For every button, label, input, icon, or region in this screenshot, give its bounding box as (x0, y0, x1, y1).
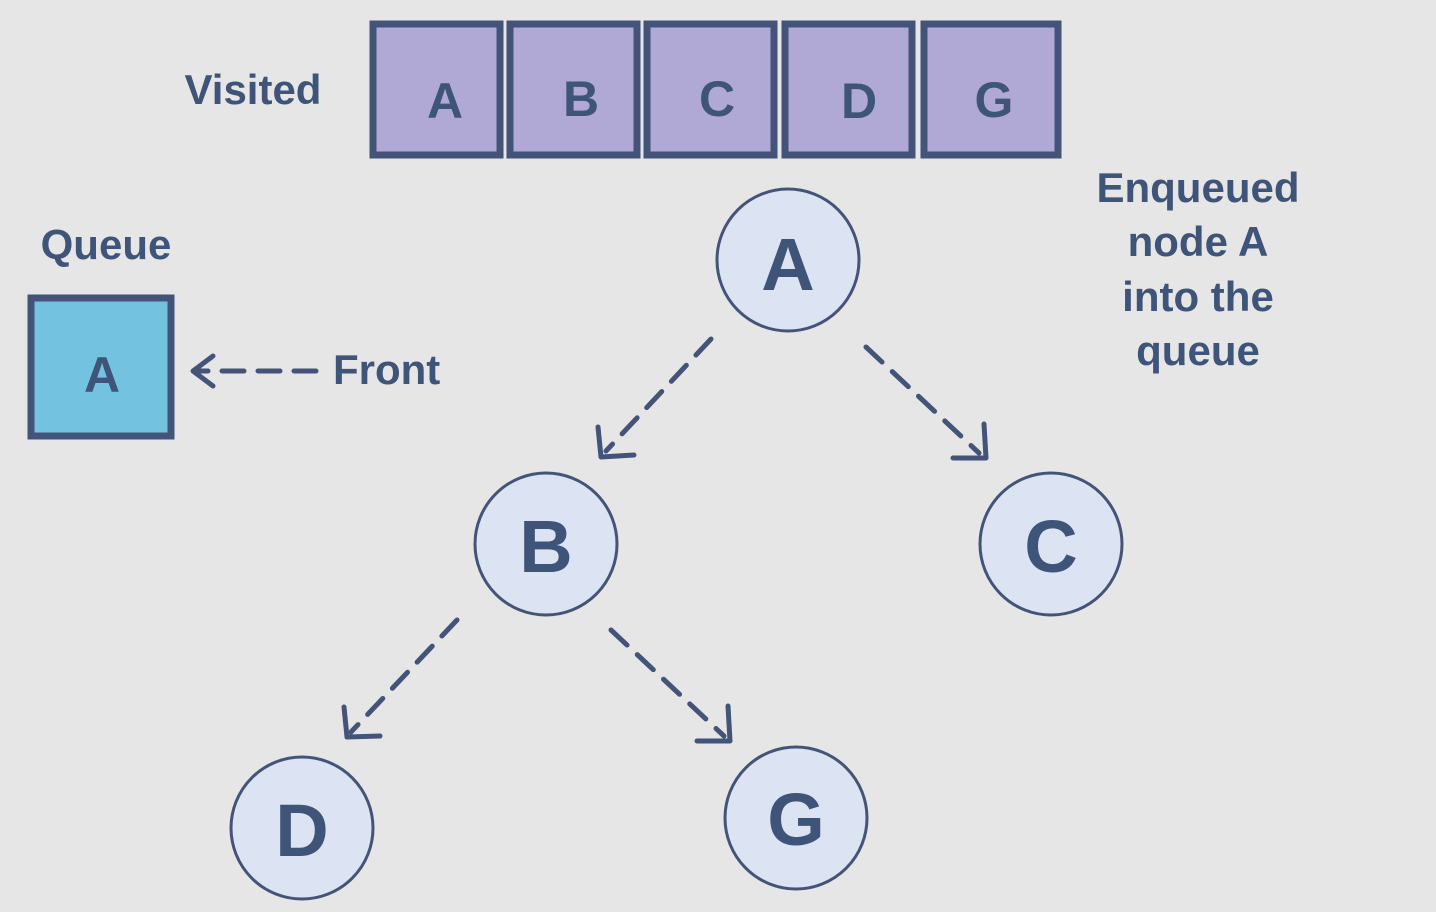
front-label: Front (333, 346, 440, 393)
visited-row: A B C D G (369, 20, 1062, 159)
caption-line: Enqueued (1096, 164, 1299, 211)
visited-cell: D (781, 20, 916, 159)
tree-node-label: C (1024, 505, 1077, 588)
visited-cell-label: B (563, 71, 599, 127)
visited-cell-label: D (841, 73, 877, 129)
tree-node-label: G (767, 778, 825, 861)
caption-line: node A (1128, 218, 1269, 265)
queue-label: Queue (41, 221, 172, 268)
tree-node-a: A (715, 187, 861, 333)
queue-cell-label: A (84, 347, 120, 403)
queue-cell: A (27, 294, 175, 440)
visited-cell-label: A (427, 73, 463, 129)
caption-line: into the (1122, 273, 1274, 320)
visited-cell-label: G (975, 72, 1014, 128)
tree-node-c: C (978, 471, 1124, 617)
edge-b-d (341, 617, 460, 740)
front-pointer-arrow (190, 353, 319, 389)
caption: Enqueued node A into the queue (1096, 164, 1299, 374)
visited-cell: C (643, 20, 778, 159)
edge-b-g (608, 627, 733, 744)
visited-cell: B (506, 20, 641, 159)
visited-cell-label: C (699, 71, 735, 127)
edge-a-c (863, 344, 989, 461)
visited-label: Visited (185, 66, 322, 113)
visited-cell: G (920, 20, 1062, 159)
edge-a-b (595, 336, 714, 460)
tree-node-label: D (275, 789, 328, 872)
tree-node-d: D (229, 755, 375, 901)
caption-line: queue (1136, 327, 1260, 374)
tree-node-label: B (519, 505, 572, 588)
tree-node-b: B (473, 471, 619, 617)
tree-node-label: A (761, 223, 814, 306)
visited-cell: A (369, 20, 504, 159)
tree-node-g: G (723, 745, 869, 891)
